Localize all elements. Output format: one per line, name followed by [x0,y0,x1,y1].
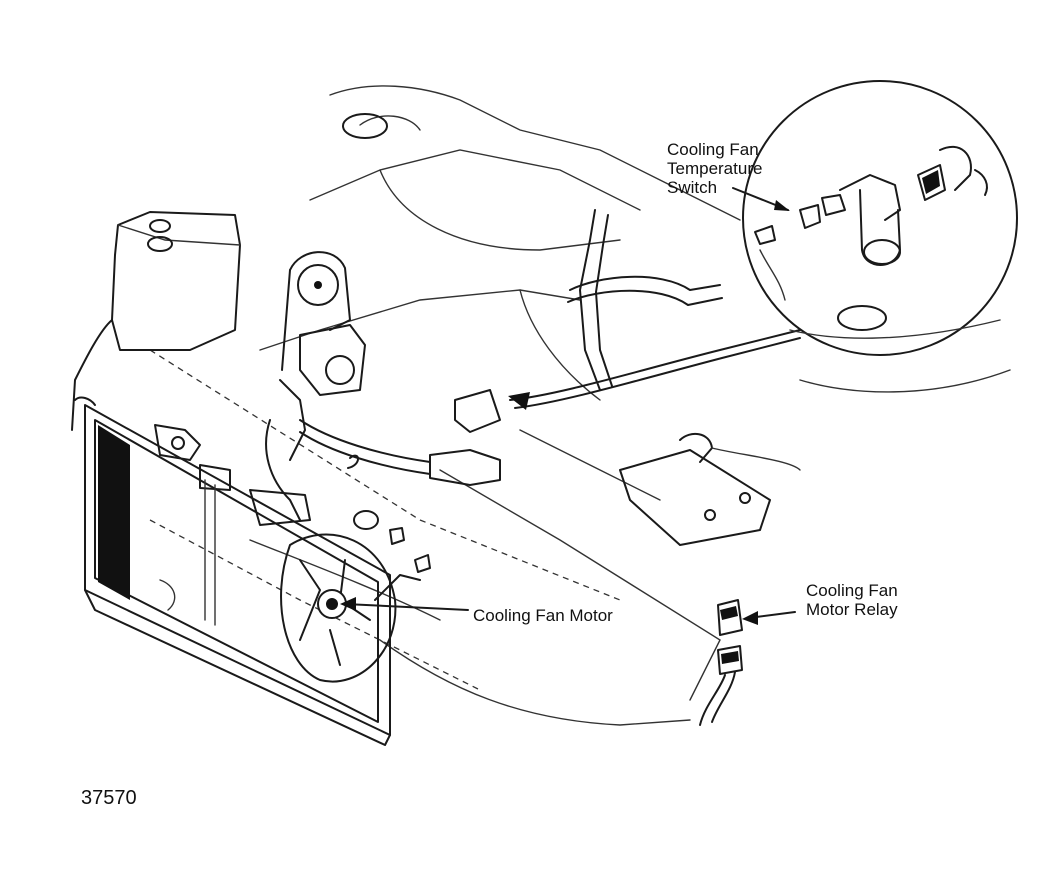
relay-bracket [619,432,801,546]
coolant-reservoir [71,211,241,431]
relay-component [699,599,743,726]
cooling-fan [280,454,431,683]
figure-number: 37570 [81,787,137,809]
temp-switch-label-line-3: Switch [667,178,717,197]
engine-outline [149,85,741,726]
temperature-switch-inset [742,80,1018,393]
fan-motor-label: Cooling Fan Motor [473,606,613,625]
harness-wire [509,329,801,401]
harness-arrow [508,392,530,410]
temp-switch-label-line-1: Cooling Fan [667,140,759,159]
relay-label-line-1: Cooling Fan [806,581,898,600]
timing-belt-pump [279,251,366,461]
temp-switch-label: Cooling Fan Temperature Switch [667,140,767,197]
coolant-hoses [265,209,723,521]
relay-label-line-2: Motor Relay [806,600,898,619]
leader-lines [340,187,796,625]
radiator [74,396,391,746]
harness-wire-2 [514,337,801,409]
relay-label: Cooling Fan Motor Relay [806,581,902,619]
temp-switch-label-line-2: Temperature [667,159,762,178]
